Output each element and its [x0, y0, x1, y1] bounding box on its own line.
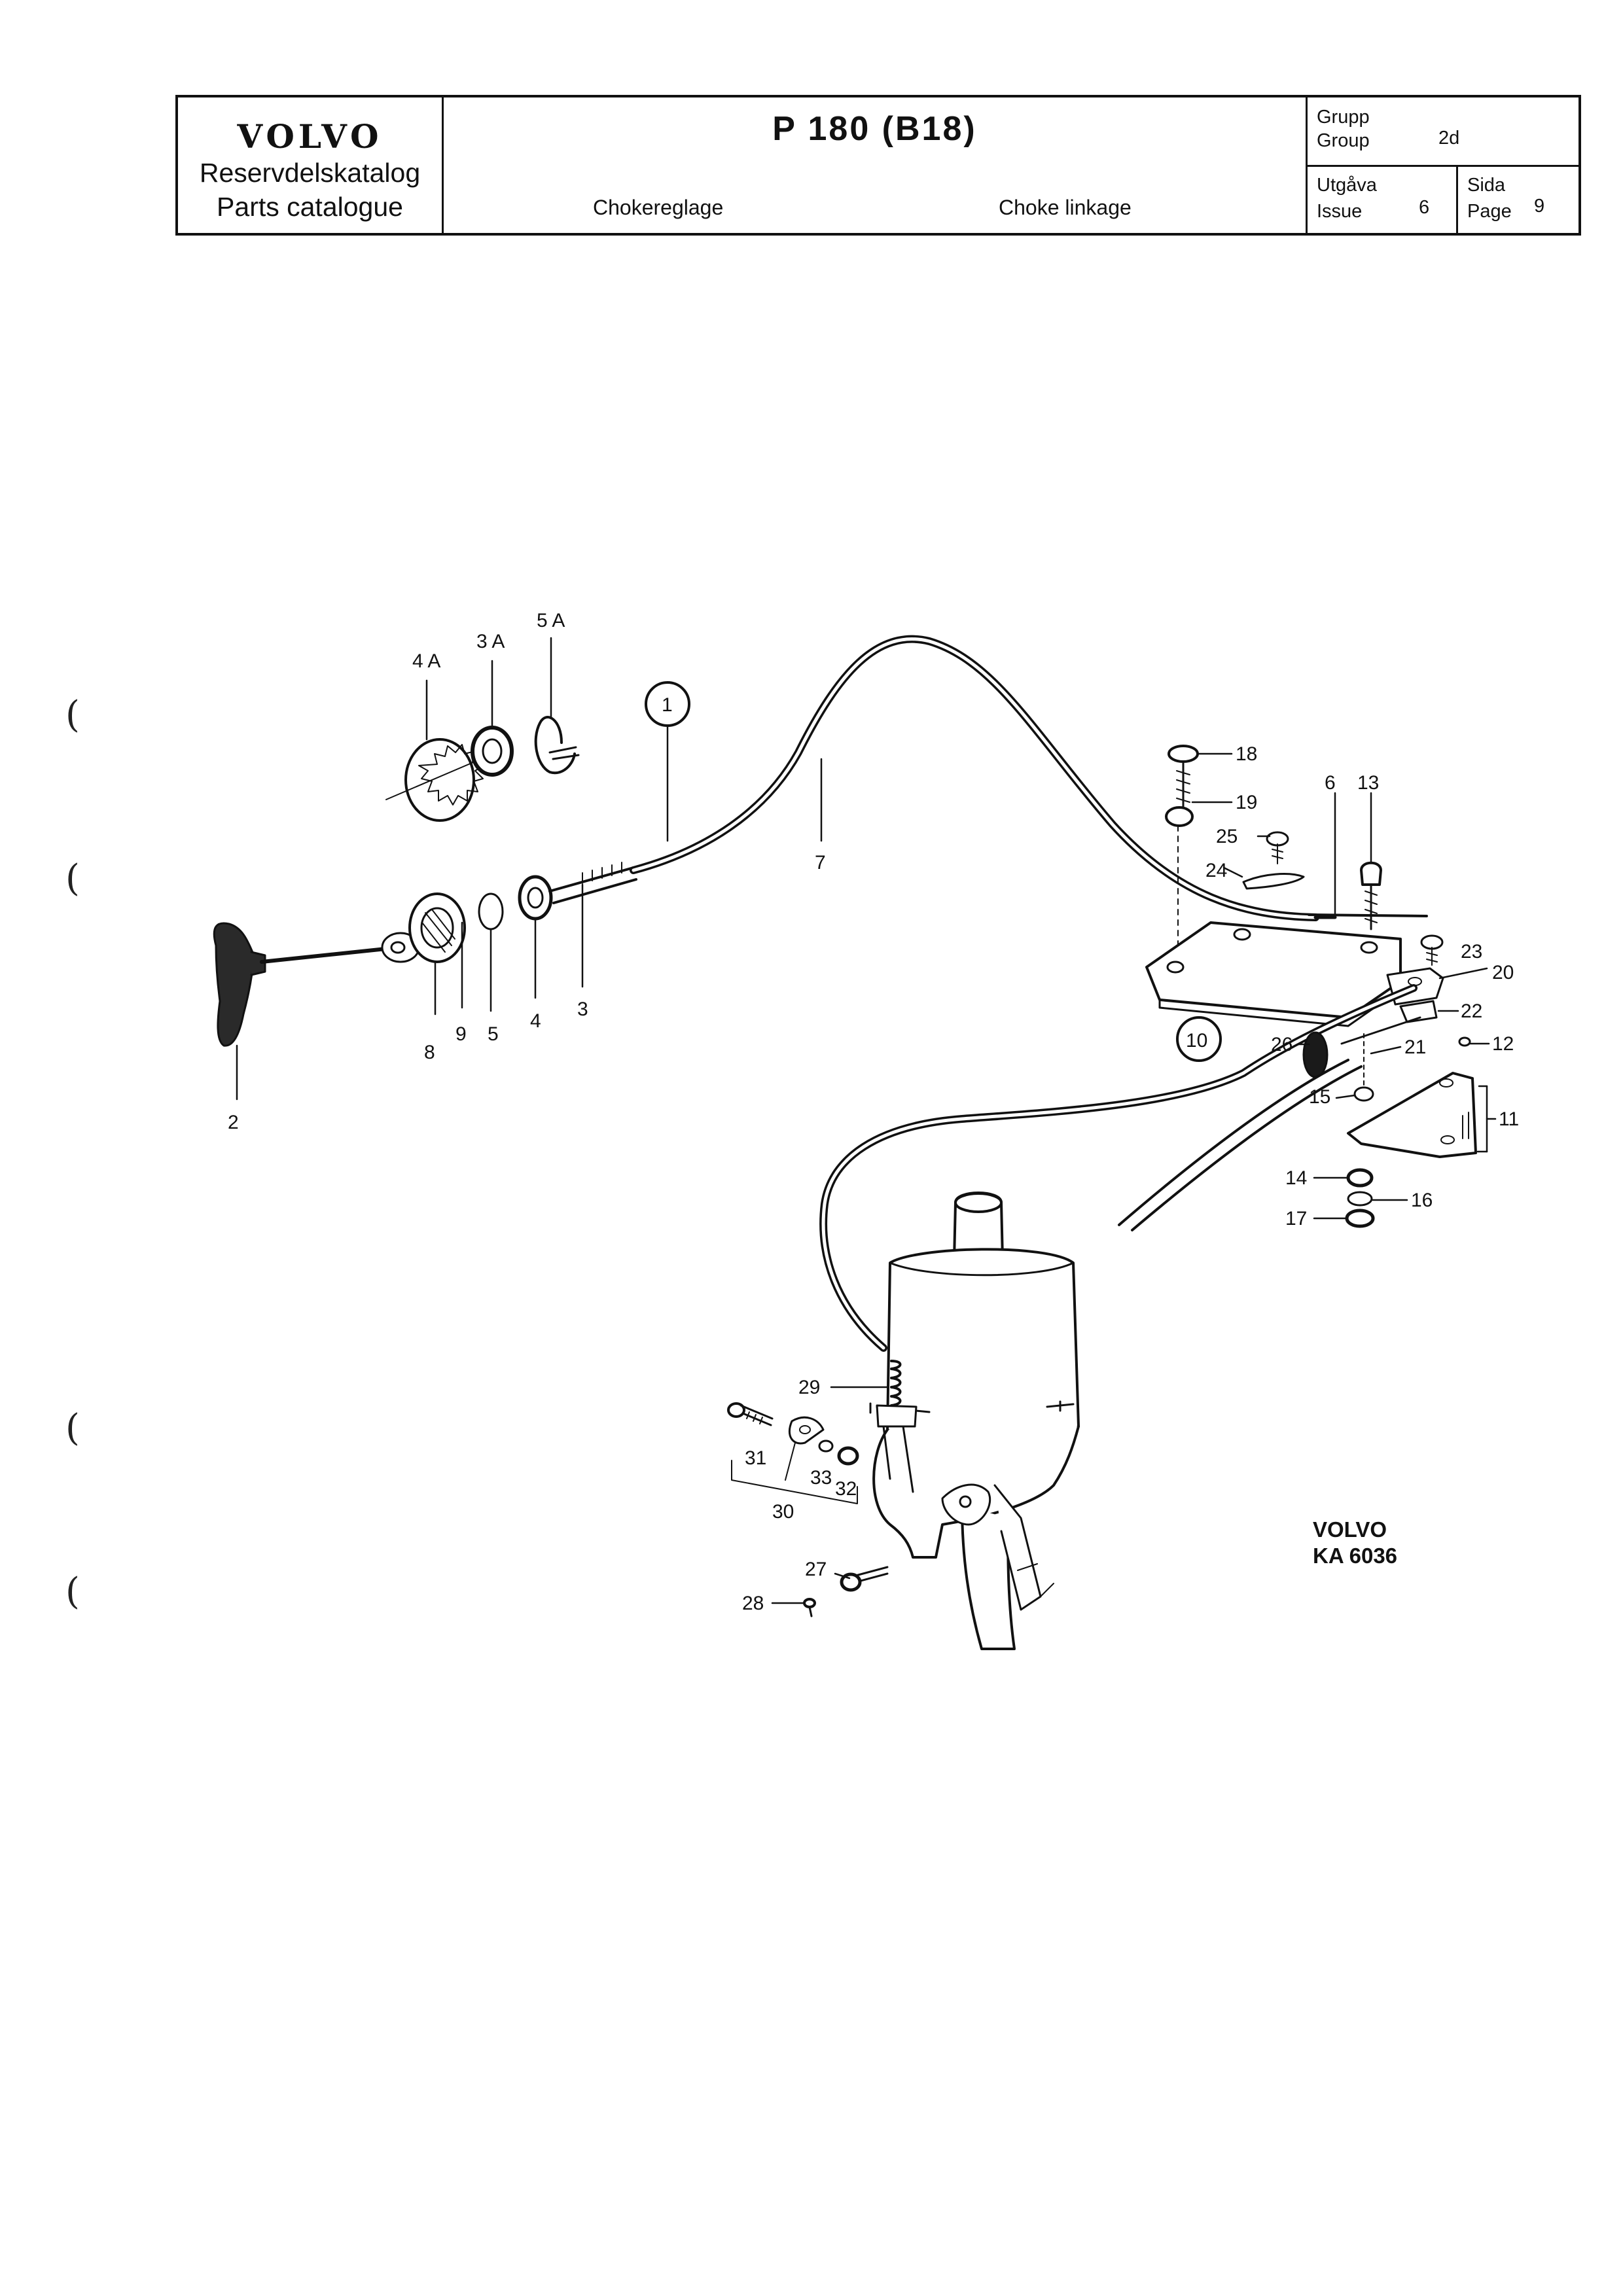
label-32: 32: [835, 1478, 857, 1500]
label-10: 10: [1186, 1030, 1207, 1051]
washer-15: [1353, 1086, 1374, 1102]
label-5a: 5 A: [537, 610, 565, 631]
nut-28: [803, 1598, 816, 1608]
binder-mark: (: [65, 1570, 80, 1613]
label-11: 11: [1499, 1108, 1519, 1130]
label-30: 30: [772, 1501, 794, 1523]
pull-rod: [260, 947, 388, 964]
label-3: 3: [577, 998, 588, 1020]
volvo-logo: VOLVO: [237, 117, 383, 156]
group-cell: Grupp Group 2d: [1308, 97, 1578, 167]
group-value: 2d: [1438, 128, 1460, 149]
choke-knob: [213, 922, 266, 1047]
title-cell: P 180 (B18) Chokereglage Choke linkage: [444, 97, 1308, 233]
label-19: 19: [1236, 792, 1257, 813]
binder-mark: (: [65, 1407, 80, 1449]
washer-33: [818, 1439, 834, 1453]
label-9: 9: [455, 1023, 467, 1045]
nut-14: [1346, 1168, 1374, 1188]
label-8: 8: [424, 1042, 435, 1063]
label-4: 4: [530, 1010, 541, 1032]
spring-29: [876, 1360, 918, 1493]
choke-lever-11: [1347, 1072, 1477, 1158]
label-2: 2: [228, 1112, 239, 1133]
label-29: 29: [798, 1377, 820, 1398]
label-22: 22: [1461, 1000, 1482, 1022]
washer-16: [1347, 1191, 1373, 1207]
clip-24: [1242, 873, 1305, 890]
label-23: 23: [1461, 941, 1482, 963]
label-13: 13: [1357, 772, 1379, 794]
clip-5a: [534, 716, 580, 775]
label-17: 17: [1285, 1208, 1307, 1229]
label-12: 12: [1492, 1033, 1514, 1055]
issue-cell: Utgåva Issue 6: [1308, 167, 1458, 233]
label-20: 20: [1492, 962, 1514, 983]
bolt-31: [727, 1402, 774, 1426]
subtitle-en: Choke linkage: [999, 196, 1132, 219]
binder-mark: (: [65, 694, 80, 736]
label-1: 1: [662, 694, 673, 716]
label-26: 26: [1271, 1034, 1293, 1055]
label-31: 31: [745, 1447, 766, 1469]
assembly-circle-10: [1176, 1016, 1222, 1062]
catalog-title-sv: Reservdelskatalog: [199, 158, 421, 188]
nut-32: [837, 1446, 859, 1466]
label-27: 27: [805, 1559, 827, 1580]
issue-label-en: Issue: [1317, 201, 1363, 222]
page-label-en: Page: [1467, 201, 1512, 222]
label-15: 15: [1309, 1086, 1330, 1108]
lock-washer-4a: [385, 738, 484, 822]
screw-13: [1360, 861, 1382, 930]
washer-5: [478, 892, 504, 930]
label-25: 25: [1216, 826, 1238, 847]
page-cell: Sida Page 9: [1458, 167, 1578, 233]
catalog-number: KA 6036: [1313, 1544, 1398, 1568]
label-6: 6: [1325, 772, 1336, 794]
catalog-reference: VOLVO KA 6036: [1313, 1517, 1397, 1569]
issue-label-sv: Utgåva: [1317, 175, 1377, 196]
issue-value: 6: [1419, 197, 1430, 218]
label-3a: 3 A: [476, 631, 505, 652]
leader-lines: [236, 637, 1497, 1604]
washer-19: [1165, 806, 1194, 827]
plate-30: [788, 1416, 825, 1445]
label-18: 18: [1236, 743, 1257, 765]
label-5: 5: [488, 1023, 499, 1045]
label-24: 24: [1205, 860, 1227, 881]
binder-mark: (: [65, 857, 80, 900]
brand-cell: VOLVO Reservdelskatalog Parts catalogue: [178, 97, 444, 233]
label-33: 33: [810, 1467, 832, 1489]
group-label-en: Group: [1317, 130, 1370, 151]
page-label-sv: Sida: [1467, 175, 1506, 196]
bracket-plate-10: [1145, 921, 1402, 1019]
label-21: 21: [1404, 1036, 1426, 1058]
page-value: 9: [1534, 196, 1545, 217]
label-16: 16: [1411, 1190, 1433, 1211]
nut-17: [1345, 1209, 1375, 1228]
label-7: 7: [815, 852, 826, 874]
grommet-26: [1302, 1031, 1329, 1078]
inner-wire-6: [1308, 913, 1428, 917]
clamp-22: [1399, 1000, 1438, 1023]
catalog-title-en: Parts catalogue: [217, 192, 403, 222]
label-28: 28: [742, 1593, 764, 1614]
screw-12: [1458, 1036, 1471, 1047]
part-labels: 2 8 9 5 4 3 4 A 3 A 5 A 1 7 18 19 6 13 2…: [228, 610, 1519, 1614]
label-4a: 4 A: [412, 650, 440, 672]
label-14: 14: [1285, 1167, 1307, 1189]
catalog-header: VOLVO Reservdelskatalog Parts catalogue …: [175, 95, 1581, 236]
screw-18: [1168, 745, 1199, 807]
washer-3a: [471, 726, 514, 777]
nut-4: [518, 875, 553, 921]
catalog-brand: VOLVO: [1313, 1517, 1387, 1542]
group-label-sv: Grupp: [1317, 107, 1370, 128]
subtitle-sv: Chokereglage: [593, 196, 724, 219]
model-title: P 180 (B18): [772, 110, 977, 148]
